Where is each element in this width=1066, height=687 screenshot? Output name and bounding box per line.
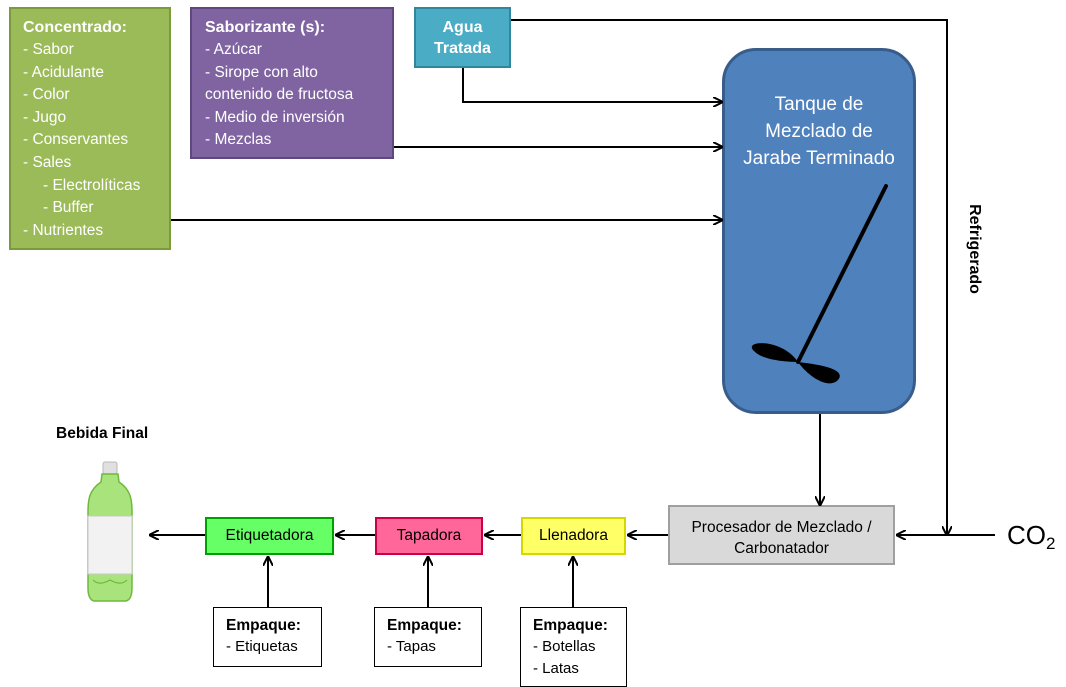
packaging-labels-box: Empaque: - Etiquetas bbox=[213, 607, 322, 667]
concentrate-box: Concentrado: - Sabor - Acidulante - Colo… bbox=[9, 7, 171, 250]
flavorings-title: Saborizante (s): bbox=[205, 19, 326, 36]
concentrate-item: - Conservantes bbox=[23, 131, 129, 149]
capper-station: Tapadora bbox=[375, 517, 483, 555]
concentrate-item: - Sabor bbox=[23, 41, 74, 58]
flavorings-item: - Medio de inversión bbox=[205, 108, 345, 126]
tank-label-line2: Mezclado de bbox=[765, 121, 873, 142]
packaging-caps-box: Empaque: - Tapas bbox=[374, 607, 482, 667]
bottle-base-ridges bbox=[92, 579, 128, 584]
co2-main: CO bbox=[1007, 520, 1046, 550]
packaging-item: - Botellas bbox=[533, 638, 596, 655]
mixing-processor-carbonator: Procesador de Mezclado / Carbonatador bbox=[668, 505, 895, 565]
packaging-title: Empaque: bbox=[387, 617, 462, 634]
flavorings-box: Saborizante (s): - Azúcar - Sirope con a… bbox=[190, 7, 394, 159]
treated-water-box: Agua Tratada bbox=[414, 7, 511, 68]
concentrate-subitem: - Buffer bbox=[43, 199, 94, 217]
agitator-shaft bbox=[796, 184, 888, 364]
filler-station: Llenadora bbox=[521, 517, 626, 555]
arrow-water-to-tank bbox=[462, 68, 722, 102]
concentrate-item: - Acidulante bbox=[23, 63, 104, 81]
concentrate-item: - Color bbox=[23, 86, 70, 104]
tank-label: Tanque de Mezclado de Jarabe Terminado bbox=[725, 91, 913, 172]
packaging-item: - Tapas bbox=[387, 638, 436, 655]
tank-label-line3: Jarabe Terminado bbox=[743, 148, 895, 169]
agitator-blade-left bbox=[751, 343, 798, 362]
concentrate-title: Concentrado: bbox=[23, 19, 127, 36]
packaging-title: Empaque: bbox=[226, 617, 301, 634]
concentrate-item: - Nutrientes bbox=[23, 221, 104, 239]
concentrate-item: - Jugo bbox=[23, 108, 67, 126]
co2-label: CO2 bbox=[1007, 519, 1055, 560]
syrup-mixing-tank: Tanque de Mezclado de Jarabe Terminado bbox=[722, 48, 916, 414]
packaging-item: - Etiquetas bbox=[226, 638, 298, 655]
bottle-icon bbox=[87, 461, 133, 602]
concentrate-subitem: - Electrolíticas bbox=[43, 176, 141, 194]
treated-water-line1: Agua bbox=[442, 19, 483, 36]
final-beverage-title: Bebida Final bbox=[56, 425, 149, 442]
processor-line1: Procesador de Mezclado / bbox=[691, 519, 872, 536]
packaging-title: Empaque: bbox=[533, 617, 608, 634]
flavorings-item: - Azúcar bbox=[205, 41, 262, 58]
treated-water-line2: Tratada bbox=[434, 40, 491, 57]
concentrate-item: - Sales bbox=[23, 153, 72, 171]
flavorings-item: - Sirope con alto bbox=[205, 63, 318, 81]
tank-label-line1: Tanque de bbox=[774, 94, 864, 115]
labeler-station: Etiquetadora bbox=[205, 517, 334, 555]
bottle-label bbox=[87, 515, 133, 575]
agitator-icon bbox=[751, 184, 888, 384]
flavorings-item: - Mezclas bbox=[205, 131, 272, 149]
flavorings-item: contenido de fructosa bbox=[205, 86, 354, 104]
processor-line2: Carbonatador bbox=[734, 540, 829, 557]
packaging-containers-box: Empaque: - Botellas - Latas bbox=[520, 607, 627, 687]
agitator-blade-right bbox=[798, 362, 840, 384]
packaging-item: - Latas bbox=[533, 660, 579, 677]
co2-subscript: 2 bbox=[1046, 534, 1056, 553]
arrow-refrigerated-water bbox=[511, 19, 947, 535]
